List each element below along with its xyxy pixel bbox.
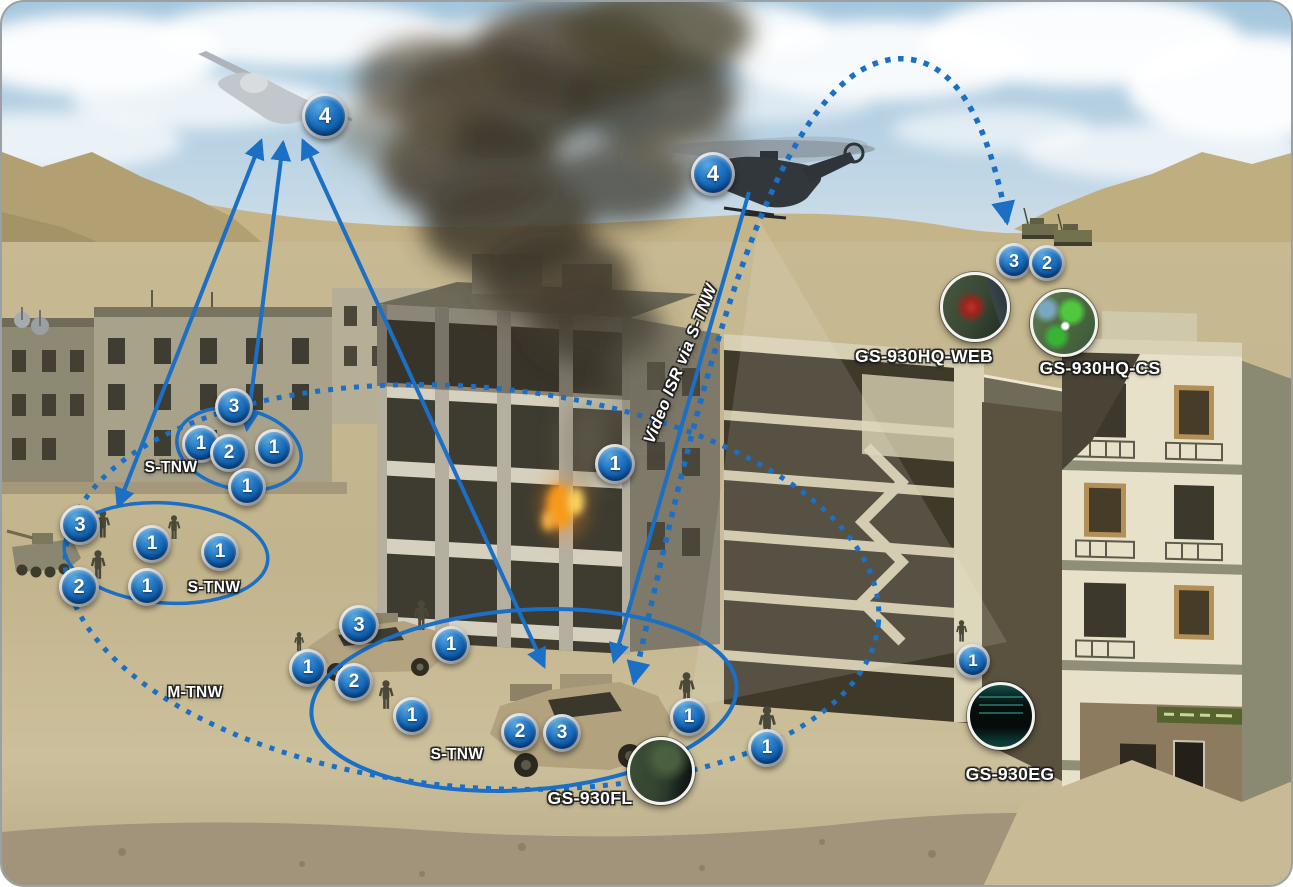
left-squad-node-1b: 1 xyxy=(201,533,239,571)
vehicle-squad-node-3: 3 xyxy=(339,605,379,645)
node-value: 1 xyxy=(761,737,773,758)
node-value: 1 xyxy=(141,576,153,597)
vehicle-squad-node-1b: 1 xyxy=(432,626,470,664)
fl-soldier-node-1b: 1 xyxy=(748,729,786,767)
building-soldier-node-badge: 1 xyxy=(595,444,635,484)
upper-squad-node-1c: 1 xyxy=(228,468,266,506)
hq-web-node-value: 3 xyxy=(1008,250,1019,271)
gs-930hq-web-screen xyxy=(940,272,1010,342)
gs930fl-node-2: 2 xyxy=(501,713,539,751)
node-value: 2 xyxy=(223,442,235,463)
hq-web-node-badge: 3 xyxy=(996,243,1032,279)
vehicle-squad-node-1a: 1 xyxy=(289,649,327,687)
left-squad-node-1c: 1 xyxy=(128,568,166,606)
node-value: 1 xyxy=(241,476,253,497)
label-m-tnw: M-TNW xyxy=(167,684,223,701)
vehicle-squad-node-2: 2 xyxy=(335,663,373,701)
upper-squad-node-2: 2 xyxy=(210,434,248,472)
node-value: 1 xyxy=(683,706,695,727)
node-value: 1 xyxy=(214,541,226,562)
label-s-tnw-left: S-TNW xyxy=(187,579,241,596)
node-value: 1 xyxy=(302,657,314,678)
left-squad-node-2: 2 xyxy=(59,567,99,607)
left-squad-node-1a: 1 xyxy=(133,525,171,563)
fl-soldier-node-1a: 1 xyxy=(670,698,708,736)
gs-930fl-screen xyxy=(627,737,695,805)
node-value: 3 xyxy=(74,513,86,536)
building-soldier-node-value: 1 xyxy=(609,452,621,475)
gs930eg-node-1: 1 xyxy=(956,644,990,678)
uav-node-badge: 4 xyxy=(302,93,348,139)
label-gs-930hq-cs: GS-930HQ-CS xyxy=(1039,358,1161,378)
right-building xyxy=(1062,311,1291,837)
label-s-tnw-vehicles: S-TNW xyxy=(430,746,484,763)
hq-cs-node-value: 2 xyxy=(1041,252,1052,273)
uav-node-value: 4 xyxy=(318,103,332,128)
label-gs-930hq-web: GS-930HQ-WEB xyxy=(854,346,994,366)
node-value: 2 xyxy=(73,575,85,598)
node-value: 2 xyxy=(348,671,360,692)
hq-cs-node-badge: 2 xyxy=(1029,245,1065,281)
gs930fl-node-3: 3 xyxy=(543,714,581,752)
label-gs-930eg: GS-930EG xyxy=(965,764,1055,784)
node-value: 3 xyxy=(556,722,568,743)
node-value: 1 xyxy=(406,705,418,726)
label-gs-930fl: GS-930FL xyxy=(547,788,633,808)
gs-930eg-screen xyxy=(967,682,1035,750)
node-value: 3 xyxy=(353,613,365,636)
gs-930hq-cs-screen xyxy=(1030,289,1098,357)
left-squad-node-3: 3 xyxy=(60,505,100,545)
node-value: 1 xyxy=(268,437,280,458)
node-value: 2 xyxy=(514,721,526,742)
node-value: 1 xyxy=(146,533,158,554)
upper-squad-node-3: 3 xyxy=(215,388,253,426)
vehicle-squad-node-1c: 1 xyxy=(393,697,431,735)
upper-squad-node-1b: 1 xyxy=(255,429,293,467)
node-value: 1 xyxy=(445,634,457,655)
helicopter-node-badge: 4 xyxy=(691,152,735,196)
node-value: 1 xyxy=(968,651,978,670)
apc-pair-top-right xyxy=(1022,207,1092,246)
helicopter-node-value: 4 xyxy=(706,161,720,186)
node-value: 3 xyxy=(228,396,240,417)
node-value: 1 xyxy=(195,433,207,454)
label-s-tnw-upper: S-TNW xyxy=(144,459,198,476)
